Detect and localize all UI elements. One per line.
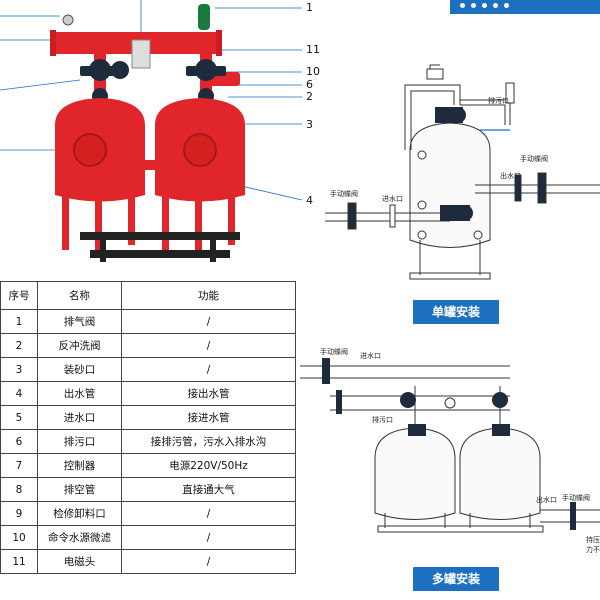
cell-no: 7	[0, 453, 38, 478]
cell-function: 接排污管，污水入排水沟	[121, 429, 296, 454]
cell-no: 3	[0, 357, 38, 382]
single-valve-left-label: 手动蝶阀	[330, 189, 358, 198]
cell-name: 排污口	[37, 429, 122, 454]
single-tank-diagram: 排污口 手动蝶阀 出水口 手动蝶阀 进水口	[325, 64, 600, 280]
multi-note1: 持压	[586, 535, 600, 544]
multi-tank-diagram: 手动蝶阀 进水口 排污口 出水口 手动蝶阀 持压 力不	[300, 347, 600, 554]
single-tank-caption: 单罐安装	[413, 300, 499, 324]
sand-filter-photo	[0, 0, 303, 262]
cell-name: 排气阀	[37, 309, 122, 334]
cell-name: 反冲洗阀	[37, 333, 122, 358]
cell-no: 1	[0, 309, 38, 334]
multi-inlet-label: 进水口	[360, 351, 381, 360]
cell-name: 控制器	[37, 453, 122, 478]
single-outlet-label: 出水口	[500, 171, 521, 180]
cell-name: 命令水源微滤	[37, 525, 122, 550]
cell-name: 检修卸料口	[37, 501, 122, 526]
single-valve-right-label: 手动蝶阀	[520, 154, 548, 163]
cell-function: 接出水管	[121, 381, 296, 406]
cell-name: 出水管	[37, 381, 122, 406]
callout-3: 3	[306, 118, 313, 131]
cell-name: 进水口	[37, 405, 122, 430]
single-drain-label: 排污口	[488, 96, 509, 105]
cell-name: 排空管	[37, 477, 122, 502]
multi-outlet-label: 出水口	[536, 495, 557, 504]
cell-function: /	[121, 357, 296, 382]
column-header-no: 序号	[0, 281, 38, 310]
callout-11: 11	[306, 43, 320, 56]
multi-valve-right-label: 手动蝶阀	[562, 493, 590, 502]
cell-function: /	[121, 549, 296, 574]
cell-no: 11	[0, 549, 38, 574]
cell-no: 2	[0, 333, 38, 358]
cell-no: 6	[0, 429, 38, 454]
cell-function: 接进水管	[121, 405, 296, 430]
header-accent-bar	[450, 0, 600, 14]
cell-function: /	[121, 525, 296, 550]
multi-drain-label: 排污口	[372, 415, 393, 424]
callout-1: 1	[306, 1, 313, 14]
cell-no: 9	[0, 501, 38, 526]
single-inlet-label: 进水口	[382, 194, 403, 203]
multi-valve-label: 手动蝶阀	[320, 347, 348, 356]
cell-function: 电源220V/50Hz	[121, 453, 296, 478]
multi-tank-caption: 多罐安装	[413, 567, 499, 591]
column-header-function: 功能	[121, 281, 296, 310]
callout-10: 10	[306, 65, 320, 78]
cell-no: 10	[0, 525, 38, 550]
cell-no: 8	[0, 477, 38, 502]
table-header-row: 序号 名称 功能	[0, 281, 296, 310]
multi-note2: 力不	[586, 545, 600, 554]
cell-function: /	[121, 309, 296, 334]
cell-name: 装砂口	[37, 357, 122, 382]
cell-function: /	[121, 333, 296, 358]
callout-6: 6	[306, 78, 313, 91]
cell-no: 4	[0, 381, 38, 406]
cell-function: 直接通大气	[121, 477, 296, 502]
callout-4: 4	[306, 194, 313, 207]
cell-name: 电磁头	[37, 549, 122, 574]
callout-2: 2	[306, 90, 313, 103]
cell-function: /	[121, 501, 296, 526]
cell-no: 5	[0, 405, 38, 430]
column-header-name: 名称	[37, 281, 122, 310]
